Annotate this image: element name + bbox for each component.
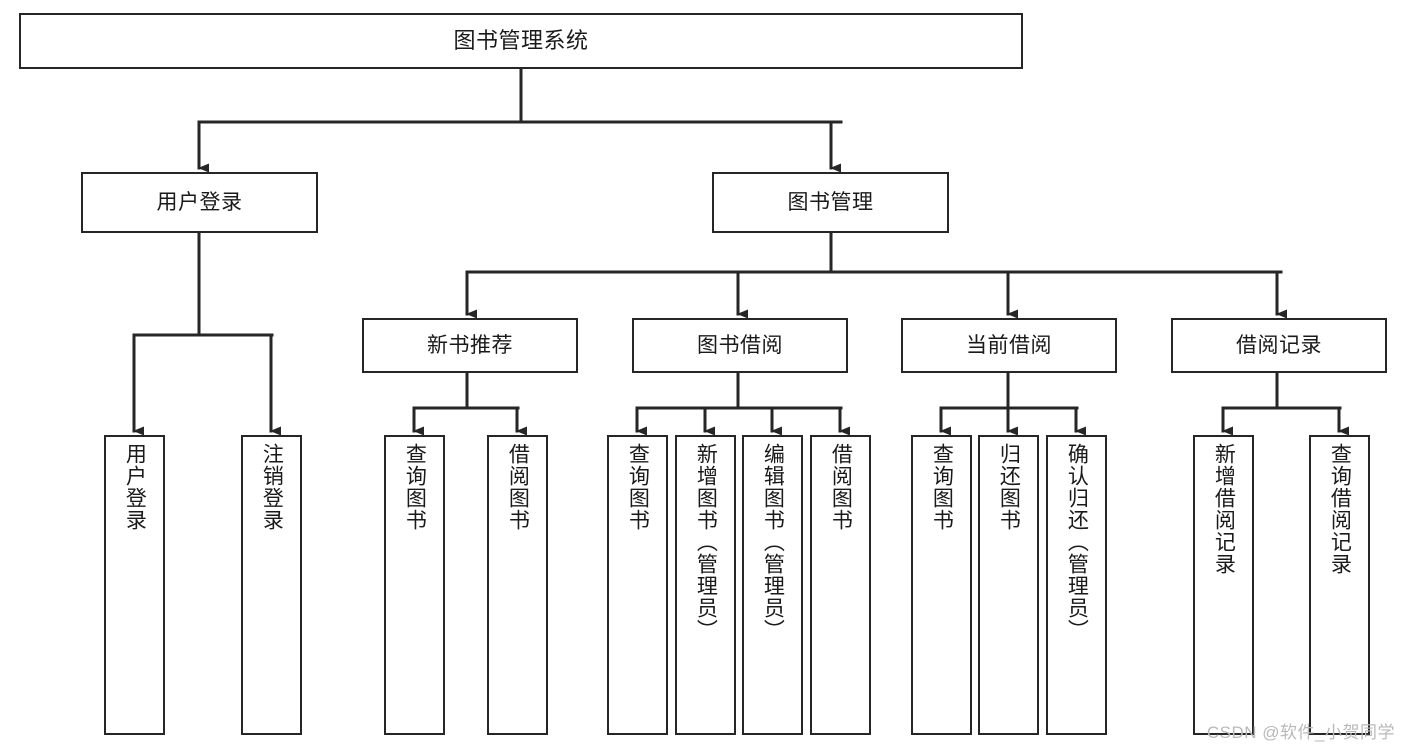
node-current-borrow[interactable]: 当前借阅 — [901, 318, 1117, 373]
node-leaf-query-book-current[interactable]: 查询图书 — [911, 435, 972, 735]
node-label: 查询图书 — [403, 443, 427, 531]
node-label: 查询借阅记录 — [1328, 443, 1352, 575]
node-label: 借阅图书 — [506, 443, 530, 531]
node-label: 用户登录 — [156, 190, 243, 214]
node-leaf-logout-login[interactable]: 注销登录 — [241, 435, 302, 735]
node-label: 查询图书 — [626, 443, 650, 531]
node-root-book-management-system[interactable]: 图书管理系统 — [19, 13, 1023, 69]
node-leaf-confirm-return[interactable]: 确认归还（管理员） — [1046, 435, 1107, 735]
node-borrow-record[interactable]: 借阅记录 — [1171, 318, 1387, 373]
node-leaf-query-borrow-record[interactable]: 查询借阅记录 — [1309, 435, 1370, 735]
node-leaf-return-book[interactable]: 归还图书 — [978, 435, 1039, 735]
node-book-borrow[interactable]: 图书借阅 — [632, 318, 848, 373]
node-leaf-borrow-book[interactable]: 借阅图书 — [810, 435, 871, 735]
csdn-watermark: CSDN @软件_小贺同学 — [1206, 723, 1395, 742]
node-label: 新书推荐 — [427, 333, 513, 357]
node-leaf-add-borrow-record[interactable]: 新增借阅记录 — [1193, 435, 1254, 735]
node-label: 图书管理系统 — [453, 27, 589, 53]
node-leaf-user-login[interactable]: 用户登录 — [104, 435, 165, 735]
node-label: 当前借阅 — [966, 333, 1052, 357]
node-label: 查询图书 — [930, 443, 954, 531]
node-label: 编辑图书（管理员） — [761, 443, 785, 641]
node-user-login[interactable]: 用户登录 — [81, 172, 318, 233]
node-label: 新增图书（管理员） — [694, 443, 718, 641]
node-label: 借阅图书 — [829, 443, 853, 531]
node-leaf-query-book-borrow[interactable]: 查询图书 — [607, 435, 668, 735]
node-leaf-add-book[interactable]: 新增图书（管理员） — [675, 435, 736, 735]
node-label: 图书借阅 — [697, 333, 783, 357]
node-label: 图书管理 — [787, 190, 874, 214]
node-label: 确认归还（管理员） — [1065, 443, 1089, 641]
node-label: 借阅记录 — [1236, 333, 1322, 357]
node-label: 归还图书 — [997, 443, 1021, 531]
node-new-book-recommend[interactable]: 新书推荐 — [362, 318, 578, 373]
node-book-manage[interactable]: 图书管理 — [712, 172, 949, 233]
node-label: 新增借阅记录 — [1212, 443, 1236, 575]
node-leaf-borrow-book-recommend[interactable]: 借阅图书 — [487, 435, 548, 735]
node-leaf-edit-book[interactable]: 编辑图书（管理员） — [742, 435, 803, 735]
node-leaf-query-book-recommend[interactable]: 查询图书 — [384, 435, 445, 735]
node-label: 注销登录 — [260, 443, 284, 531]
node-label: 用户登录 — [123, 443, 147, 531]
